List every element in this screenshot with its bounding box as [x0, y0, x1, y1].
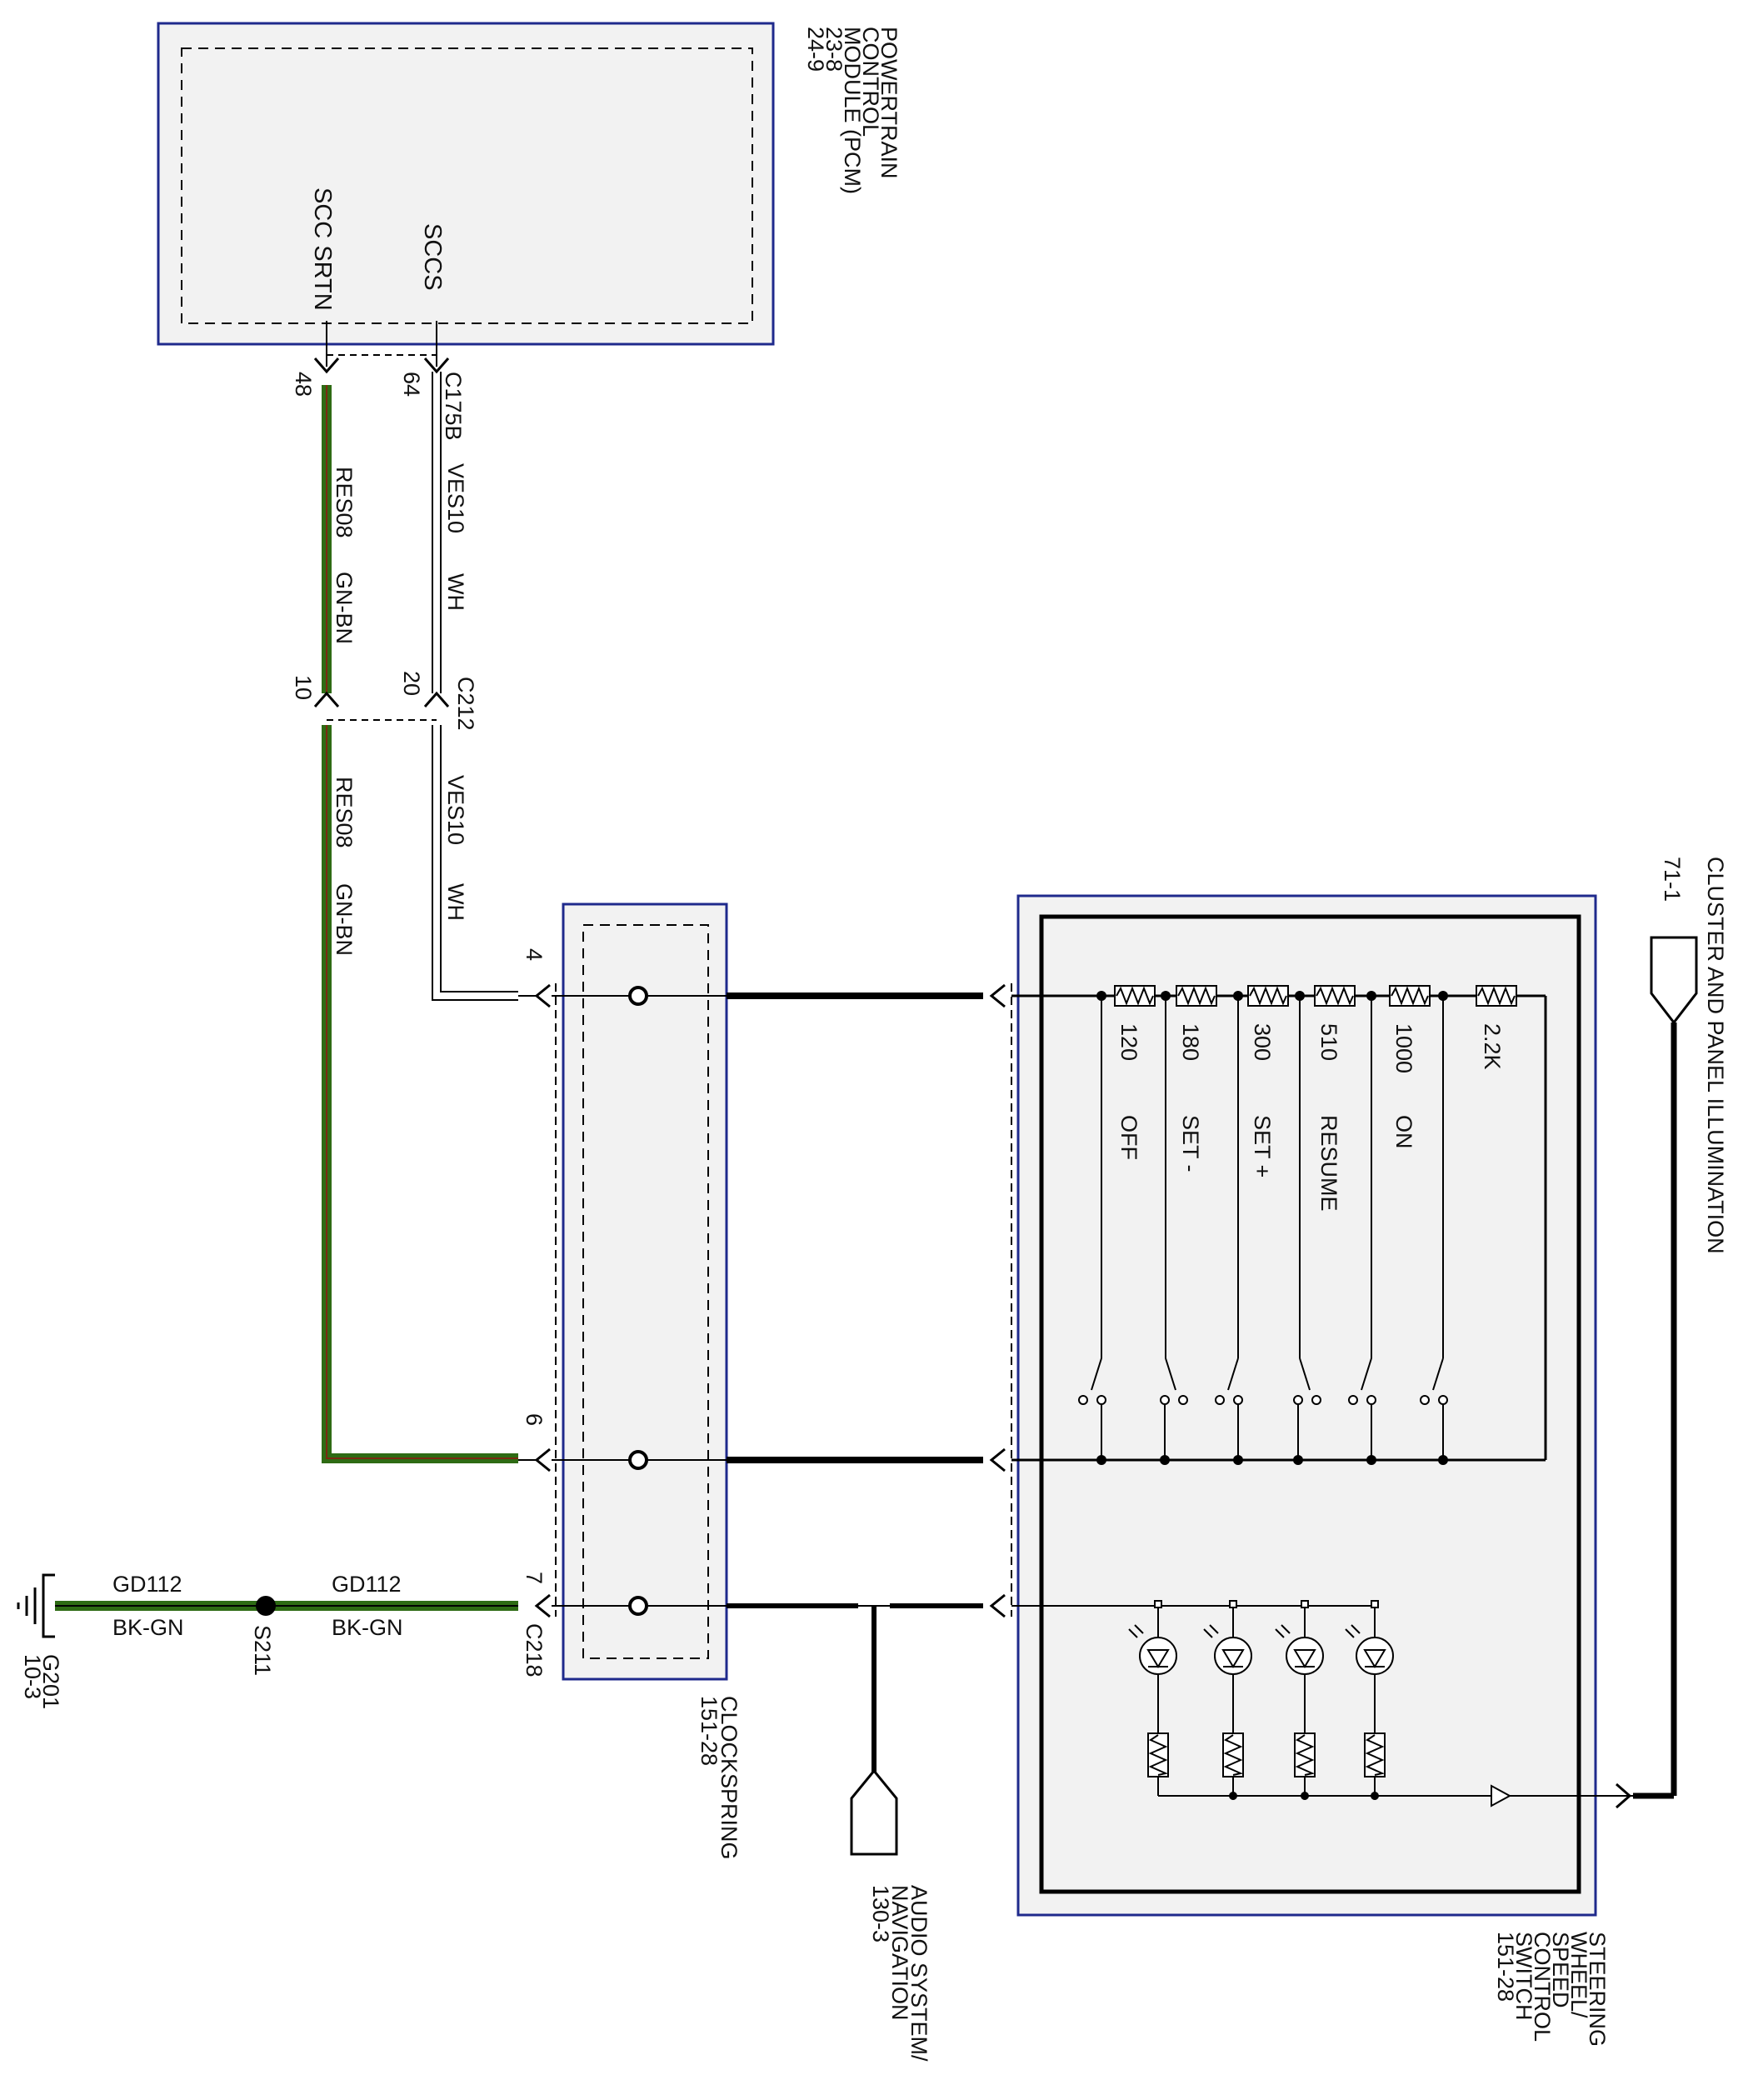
audio-title-line-2: NAVIGATION	[887, 1885, 912, 2021]
clockspring-ref: 151-28	[697, 1696, 722, 1766]
pin-7-label: 7	[522, 1572, 547, 1584]
pin-6-label: 6	[522, 1413, 547, 1426]
wire-ves10-lower	[432, 725, 518, 1001]
lower-color-gnbn: GN-BN	[332, 883, 357, 956]
switch-title-line-4: CONTROL	[1530, 1932, 1555, 2042]
led-4-icon	[1345, 1624, 1394, 1675]
upper-circuit-ves10: VES10	[443, 463, 468, 533]
lower-color-wh: WH	[443, 883, 468, 921]
c218-label: C218	[522, 1623, 547, 1678]
splice-s211	[256, 1596, 276, 1616]
resistor-2-2k	[1476, 985, 1517, 1007]
ground-circuit-2: GD112	[332, 1572, 402, 1597]
connector-c212: 10 20 C212	[291, 671, 478, 731]
connector-switch-side	[989, 983, 1012, 1618]
pin-48-label: 48	[291, 372, 316, 397]
c175b-label: C175B	[441, 372, 466, 441]
switch-title-line-3: SPEED	[1548, 1932, 1573, 2008]
audio-title-line-1: AUDIO SYSTEM/	[906, 1885, 931, 2062]
led-1-icon	[1128, 1624, 1177, 1675]
pcm-title-line-1: POWERTRAIN	[877, 27, 901, 179]
illumination-leds	[1011, 1600, 1633, 1808]
pcm-title: POWERTRAIN CONTROL MODULE (PCM) 23-8 24-…	[803, 27, 901, 194]
illumination-ref: 71-1	[1660, 857, 1685, 902]
function-label-on: ON	[1391, 1115, 1416, 1149]
pin-64-label: 64	[399, 372, 424, 397]
cluster-panel-illumination: CLUSTER AND PANEL ILLUMINATION 71-1	[1616, 857, 1728, 1809]
pcm-pin-scc-srtn: SCC SRTN	[309, 188, 336, 311]
switch-title-line-5: SWITCH	[1511, 1932, 1536, 2020]
pcm-title-line-5: 24-9	[803, 27, 828, 72]
resistor-label-300: 300	[1250, 1023, 1275, 1061]
resistor-label-510: 510	[1316, 1023, 1341, 1061]
pcm-module: SCC SRTN SCCS POWERTRAIN CONTROL MODULE …	[157, 22, 901, 346]
led-3-icon	[1275, 1624, 1324, 1675]
illumination-label: CLUSTER AND PANEL ILLUMINATION	[1703, 857, 1728, 1254]
upper-color-wh: WH	[443, 573, 468, 611]
resistor-300	[1247, 985, 1289, 1007]
ground-id: G201	[38, 1654, 63, 1709]
wire-res08-lower	[322, 725, 518, 1463]
wire-res08-upper	[322, 385, 332, 693]
pcm-title-line-3: MODULE (PCM)	[840, 27, 865, 194]
led-2-icon	[1203, 1624, 1252, 1675]
function-label-resume: RESUME	[1316, 1115, 1341, 1212]
pcm-title-line-4: 23-8	[822, 27, 847, 72]
resistor-510	[1314, 985, 1356, 1007]
function-label-off: OFF	[1116, 1115, 1141, 1160]
resistor-label-180: 180	[1178, 1023, 1203, 1061]
switch-contacts	[1078, 996, 1448, 1460]
pin-10-label: 10	[291, 675, 316, 700]
switch-title-line-2: WHEEL/	[1566, 1932, 1591, 2018]
switch-title: STEERING WHEEL/ SPEED CONTROL SWITCH 151…	[1493, 1932, 1610, 2047]
speed-control-switch: 120 180 300 510 1000 2.2K OFF SET - SET …	[1011, 894, 1633, 2047]
resistor-label-2-2k: 2.2K	[1480, 1023, 1505, 1070]
connector-c218	[518, 983, 557, 1618]
clockspring: CLOCKSPRING 151-28	[552, 902, 983, 1860]
upper-color-gnbn: GN-BN	[332, 572, 357, 644]
clockspring-label: CLOCKSPRING	[717, 1696, 742, 1860]
resistor-label-120: 120	[1116, 1023, 1141, 1061]
ground-ref: 10-3	[20, 1654, 45, 1699]
function-label-set-minus: SET -	[1178, 1115, 1203, 1172]
switch-title-line-6: 151-28	[1493, 1932, 1518, 2002]
audio-navigation: AUDIO SYSTEM/ NAVIGATION 130-3	[850, 1605, 931, 2062]
c212-label: C212	[453, 677, 478, 731]
pin-4-label: 4	[522, 948, 547, 961]
ground-symbol-icon	[17, 1573, 55, 1638]
pin-20-label: 20	[399, 671, 424, 696]
pcm-title-line-2: CONTROL	[858, 27, 883, 137]
switch-title-line-1: STEERING	[1585, 1932, 1610, 2047]
lower-circuit-res08: RES08	[332, 777, 357, 848]
function-label-set-plus: SET +	[1250, 1115, 1275, 1178]
resistor-120	[1114, 985, 1156, 1007]
ground-circuit: GD112 BK-GN GD112 BK-GN S211 G201 10-3	[17, 1572, 518, 1709]
resistor-180	[1176, 985, 1217, 1007]
audio-title-line-3: 130-3	[868, 1885, 893, 1942]
splice-label: S211	[250, 1625, 275, 1676]
resistor-label-1000: 1000	[1391, 1023, 1416, 1073]
connector-c175b: 48 64 C175B	[291, 354, 466, 441]
resistor-1000	[1389, 985, 1431, 1007]
ground-color-2: BK-GN	[332, 1615, 403, 1640]
pcm-pin-sccs: SCCS	[419, 223, 446, 291]
ground-color-1: BK-GN	[112, 1615, 184, 1640]
lower-circuit-ves10: VES10	[443, 775, 468, 845]
upper-circuit-res08: RES08	[332, 467, 357, 538]
wire-ves10-upper	[432, 372, 442, 693]
ground-circuit-1: GD112	[112, 1572, 182, 1597]
